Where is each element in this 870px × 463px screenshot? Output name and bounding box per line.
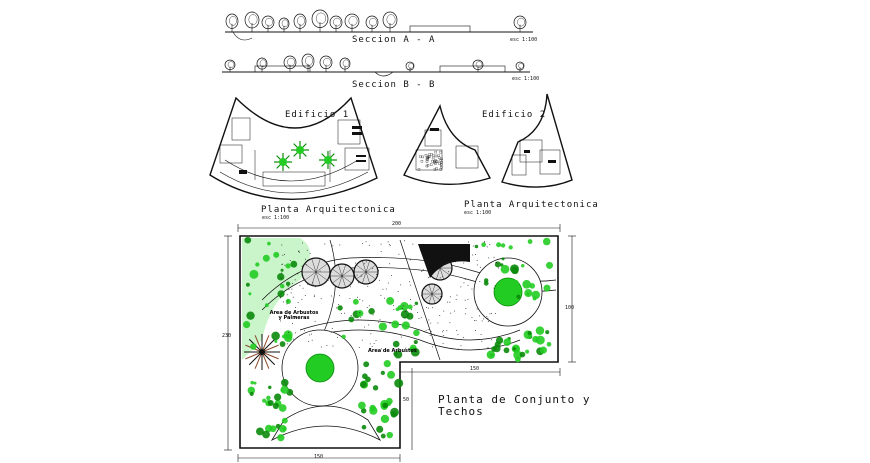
edificio-1-plan (209, 96, 378, 200)
edificio-2-scale: esc 1:100 (464, 210, 492, 216)
section-b-scale: esc 1:100 (512, 76, 540, 82)
section-b-title: Seccion B - B (352, 80, 436, 90)
site-dim-left: 230 (222, 333, 232, 339)
edificio-1-scale: esc 1:100 (262, 215, 290, 221)
site-dim-mid-horizontal: 150 (470, 366, 480, 372)
section-a-trees (225, 9, 527, 32)
area-arbustos-palmeras-label: Area de Arbustos y Palmeras (269, 310, 319, 321)
edificio-1-plan-label: Planta Arquitectonica (261, 205, 396, 215)
edificio-2-plan (403, 93, 573, 188)
edificio-2-floor-pattern (417, 150, 443, 171)
area-arbustos-label: Area de Arbustos (368, 348, 417, 354)
edificio-2-label: Edificio 2 (482, 110, 547, 120)
site-plan-title-line1: Planta de Conjunto y (438, 393, 591, 406)
section-a-title: Seccion A - A (352, 35, 436, 45)
section-b-b-drawing (222, 53, 530, 77)
site-stipple-texture (280, 240, 499, 350)
site-dim-bottom: 150 (314, 454, 324, 460)
radial-pergola (244, 334, 280, 370)
section-a-scale: esc 1:100 (510, 37, 538, 43)
edificio-2-plan-label: Planta Arquitectonica (464, 200, 599, 210)
site-plan-title-line2: Techos (438, 405, 484, 418)
section-a-a-drawing (225, 9, 533, 41)
site-dim-right: 100 (565, 305, 575, 311)
edificio-1-label: Edificio 1 (285, 110, 350, 120)
site-dim-mid-vertical: 50 (403, 397, 410, 403)
section-b-trees (224, 53, 525, 72)
edificio-1-planters (274, 141, 337, 171)
site-dim-top: 200 (392, 221, 402, 227)
site-plan-drawing (224, 224, 576, 462)
site-vegetation (243, 236, 554, 442)
roof-pavilions (301, 255, 453, 305)
